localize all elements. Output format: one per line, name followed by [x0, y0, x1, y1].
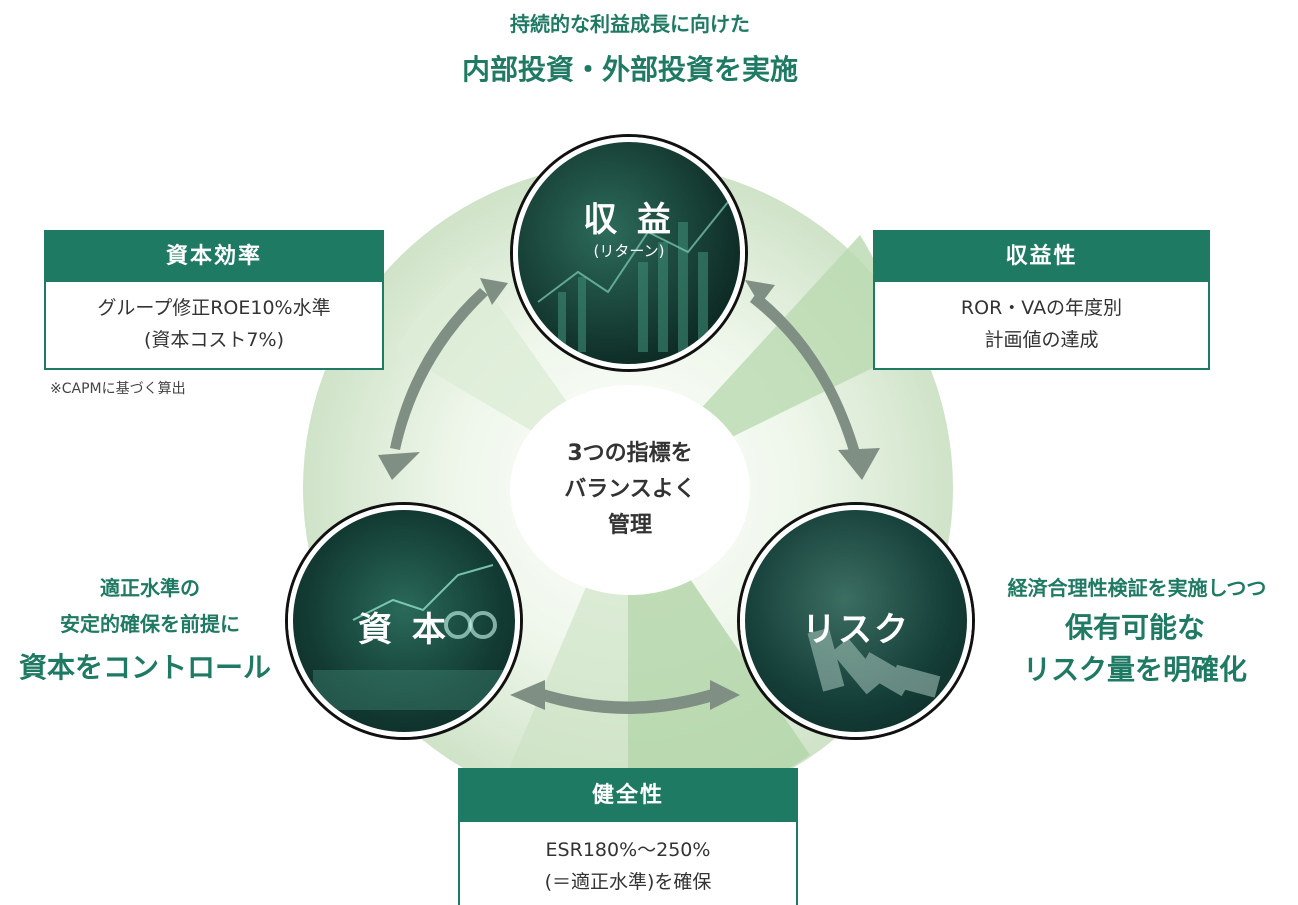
soundness-title: 健全性 [460, 770, 796, 822]
center-text-line1: 3つの指標を [567, 441, 693, 466]
capital-label: 資 本 [358, 610, 450, 650]
soundness-body2: (＝適正水準)を確保 [544, 871, 712, 893]
capital-efficiency-box: 資本効率 グループ修正ROE10%水準 (資本コスト7%) [44, 230, 384, 370]
center-text-line3: 管理 [607, 513, 652, 538]
left-text-line3: 資本をコントロール [18, 651, 271, 684]
profitability-box: 収益性 ROR・VAの年度別 計画値の達成 [873, 230, 1210, 370]
tablet-chart-graphic [313, 564, 503, 710]
right-text-line2: 保有可能な [1064, 611, 1205, 644]
left-text-line1: 適正水準の [100, 576, 200, 600]
capital-efficiency-title: 資本効率 [46, 232, 382, 282]
profitability-title: 収益性 [875, 232, 1208, 282]
capital-efficiency-body2: (資本コスト7%) [144, 329, 284, 351]
return-node: 収 益 (リターン) [513, 137, 745, 369]
right-text-line3: リスク量を明確化 [1022, 653, 1247, 686]
return-sublabel: (リターン) [593, 242, 665, 260]
top-heading-line1: 持続的な利益成長に向けた [510, 12, 750, 36]
risk-label: リスク [802, 610, 910, 650]
soundness-body1: ESR180%～250% [545, 839, 711, 861]
capital-efficiency-note: ※CAPMに基づく算出 [50, 381, 186, 397]
profitability-body2: 計画値の達成 [984, 329, 1099, 351]
chart-bars-graphic [537, 201, 729, 352]
profitability-body1: ROR・VAの年度別 [960, 297, 1123, 319]
center-text-line2: バランスよく [564, 477, 696, 502]
right-text-line1: 経済合理性検証を実施しつつ [1007, 576, 1267, 600]
top-heading-line2: 内部投資・外部投資を実施 [461, 53, 798, 86]
risk-node: リスク [740, 505, 972, 737]
center-circle: 3つの指標を バランスよく 管理 [510, 385, 750, 595]
left-text-line2: 安定的確保を前提に [60, 612, 240, 636]
return-label: 収 益 [583, 200, 675, 240]
capital-node: 資 本 [288, 505, 520, 737]
capital-efficiency-body1: グループ修正ROE10%水準 [97, 297, 331, 319]
soundness-box: 健全性 ESR180%～250% (＝適正水準)を確保 [458, 768, 798, 905]
dominoes-graphic [807, 627, 941, 698]
